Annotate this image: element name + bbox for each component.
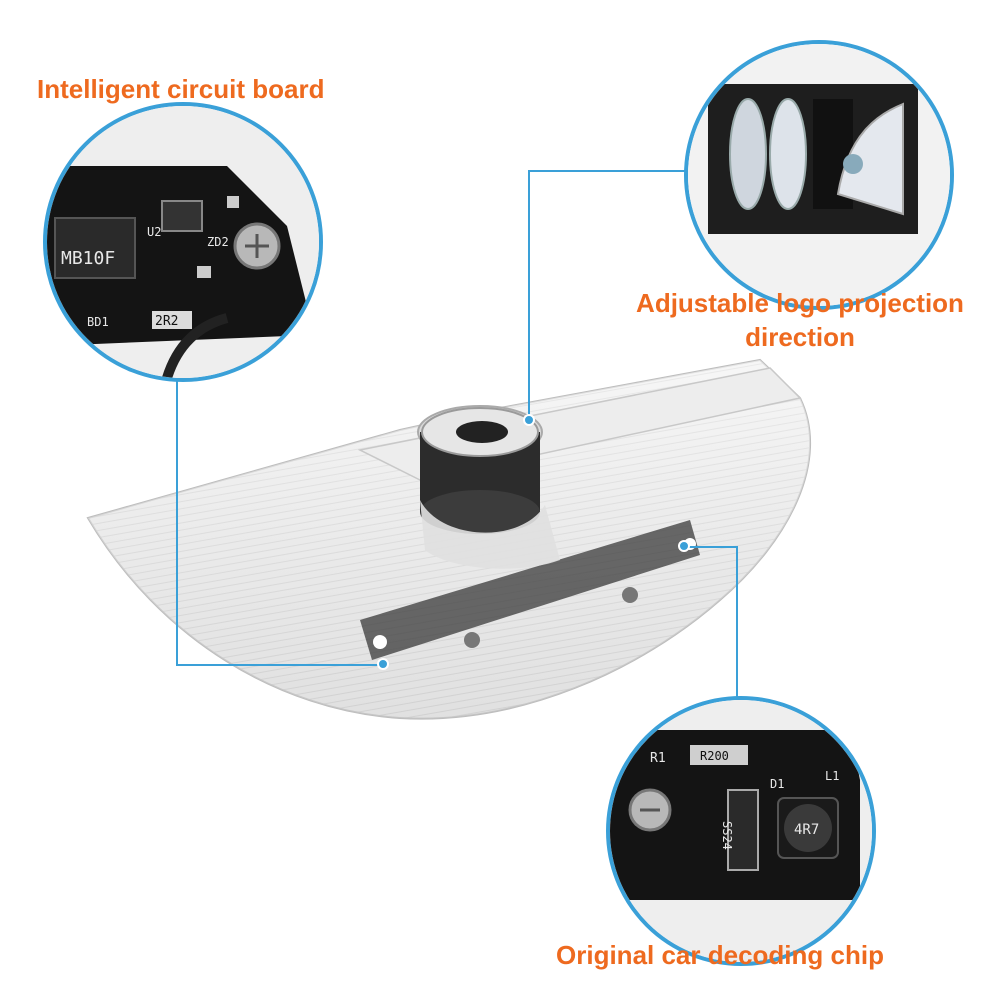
callout-intelligent-circuit-board: Intelligent circuit board xyxy=(37,74,325,104)
pcb-label-zd2: ZD2 xyxy=(207,235,229,249)
led-strip xyxy=(360,520,700,660)
pcb-label-u2: U2 xyxy=(147,225,161,239)
connector-chip-dot xyxy=(678,540,690,552)
pcb-label-2r2: 2R2 xyxy=(155,314,178,329)
connector-chip-horizontal xyxy=(684,546,738,548)
led-light-left xyxy=(373,635,387,649)
connector-lens-vertical xyxy=(528,170,530,420)
connector-board-vertical xyxy=(176,348,178,666)
callout-direction-line1: Adjustable logo projection xyxy=(636,288,964,318)
pcb-label-r1: R1 xyxy=(650,751,666,766)
connector-chip-vertical xyxy=(736,546,738,698)
pcb-label-r200: R200 xyxy=(700,749,729,763)
pcb-label-d1: D1 xyxy=(770,777,784,791)
inset-lens-assembly xyxy=(684,40,954,310)
pcb-label-inductor: 4R7 xyxy=(794,822,819,838)
pcb-label-bd1: BD1 xyxy=(87,315,109,329)
inset-circuit-board: MB10F U2 ZD2 2R2 BD1 xyxy=(43,102,323,382)
pcb-label-ss24: SS24 xyxy=(720,821,734,850)
connector-board-dot xyxy=(377,658,389,670)
connector-board-horizontal xyxy=(176,664,384,666)
callout-decoding-chip: Original car decoding chip xyxy=(556,940,884,970)
connector-lens-dot xyxy=(523,414,535,426)
connector-lens-horizontal xyxy=(528,170,704,172)
callout-adjustable-direction: Adjustable logo projection direction xyxy=(600,286,1000,354)
callout-direction-line2: direction xyxy=(745,322,855,352)
pcb-label-l1: L1 xyxy=(825,769,839,783)
inset-decoding-chip: R1 R200 SS24 D1 L1 4R7 xyxy=(606,696,876,966)
pcb-label-mb10f: MB10F xyxy=(61,248,115,269)
